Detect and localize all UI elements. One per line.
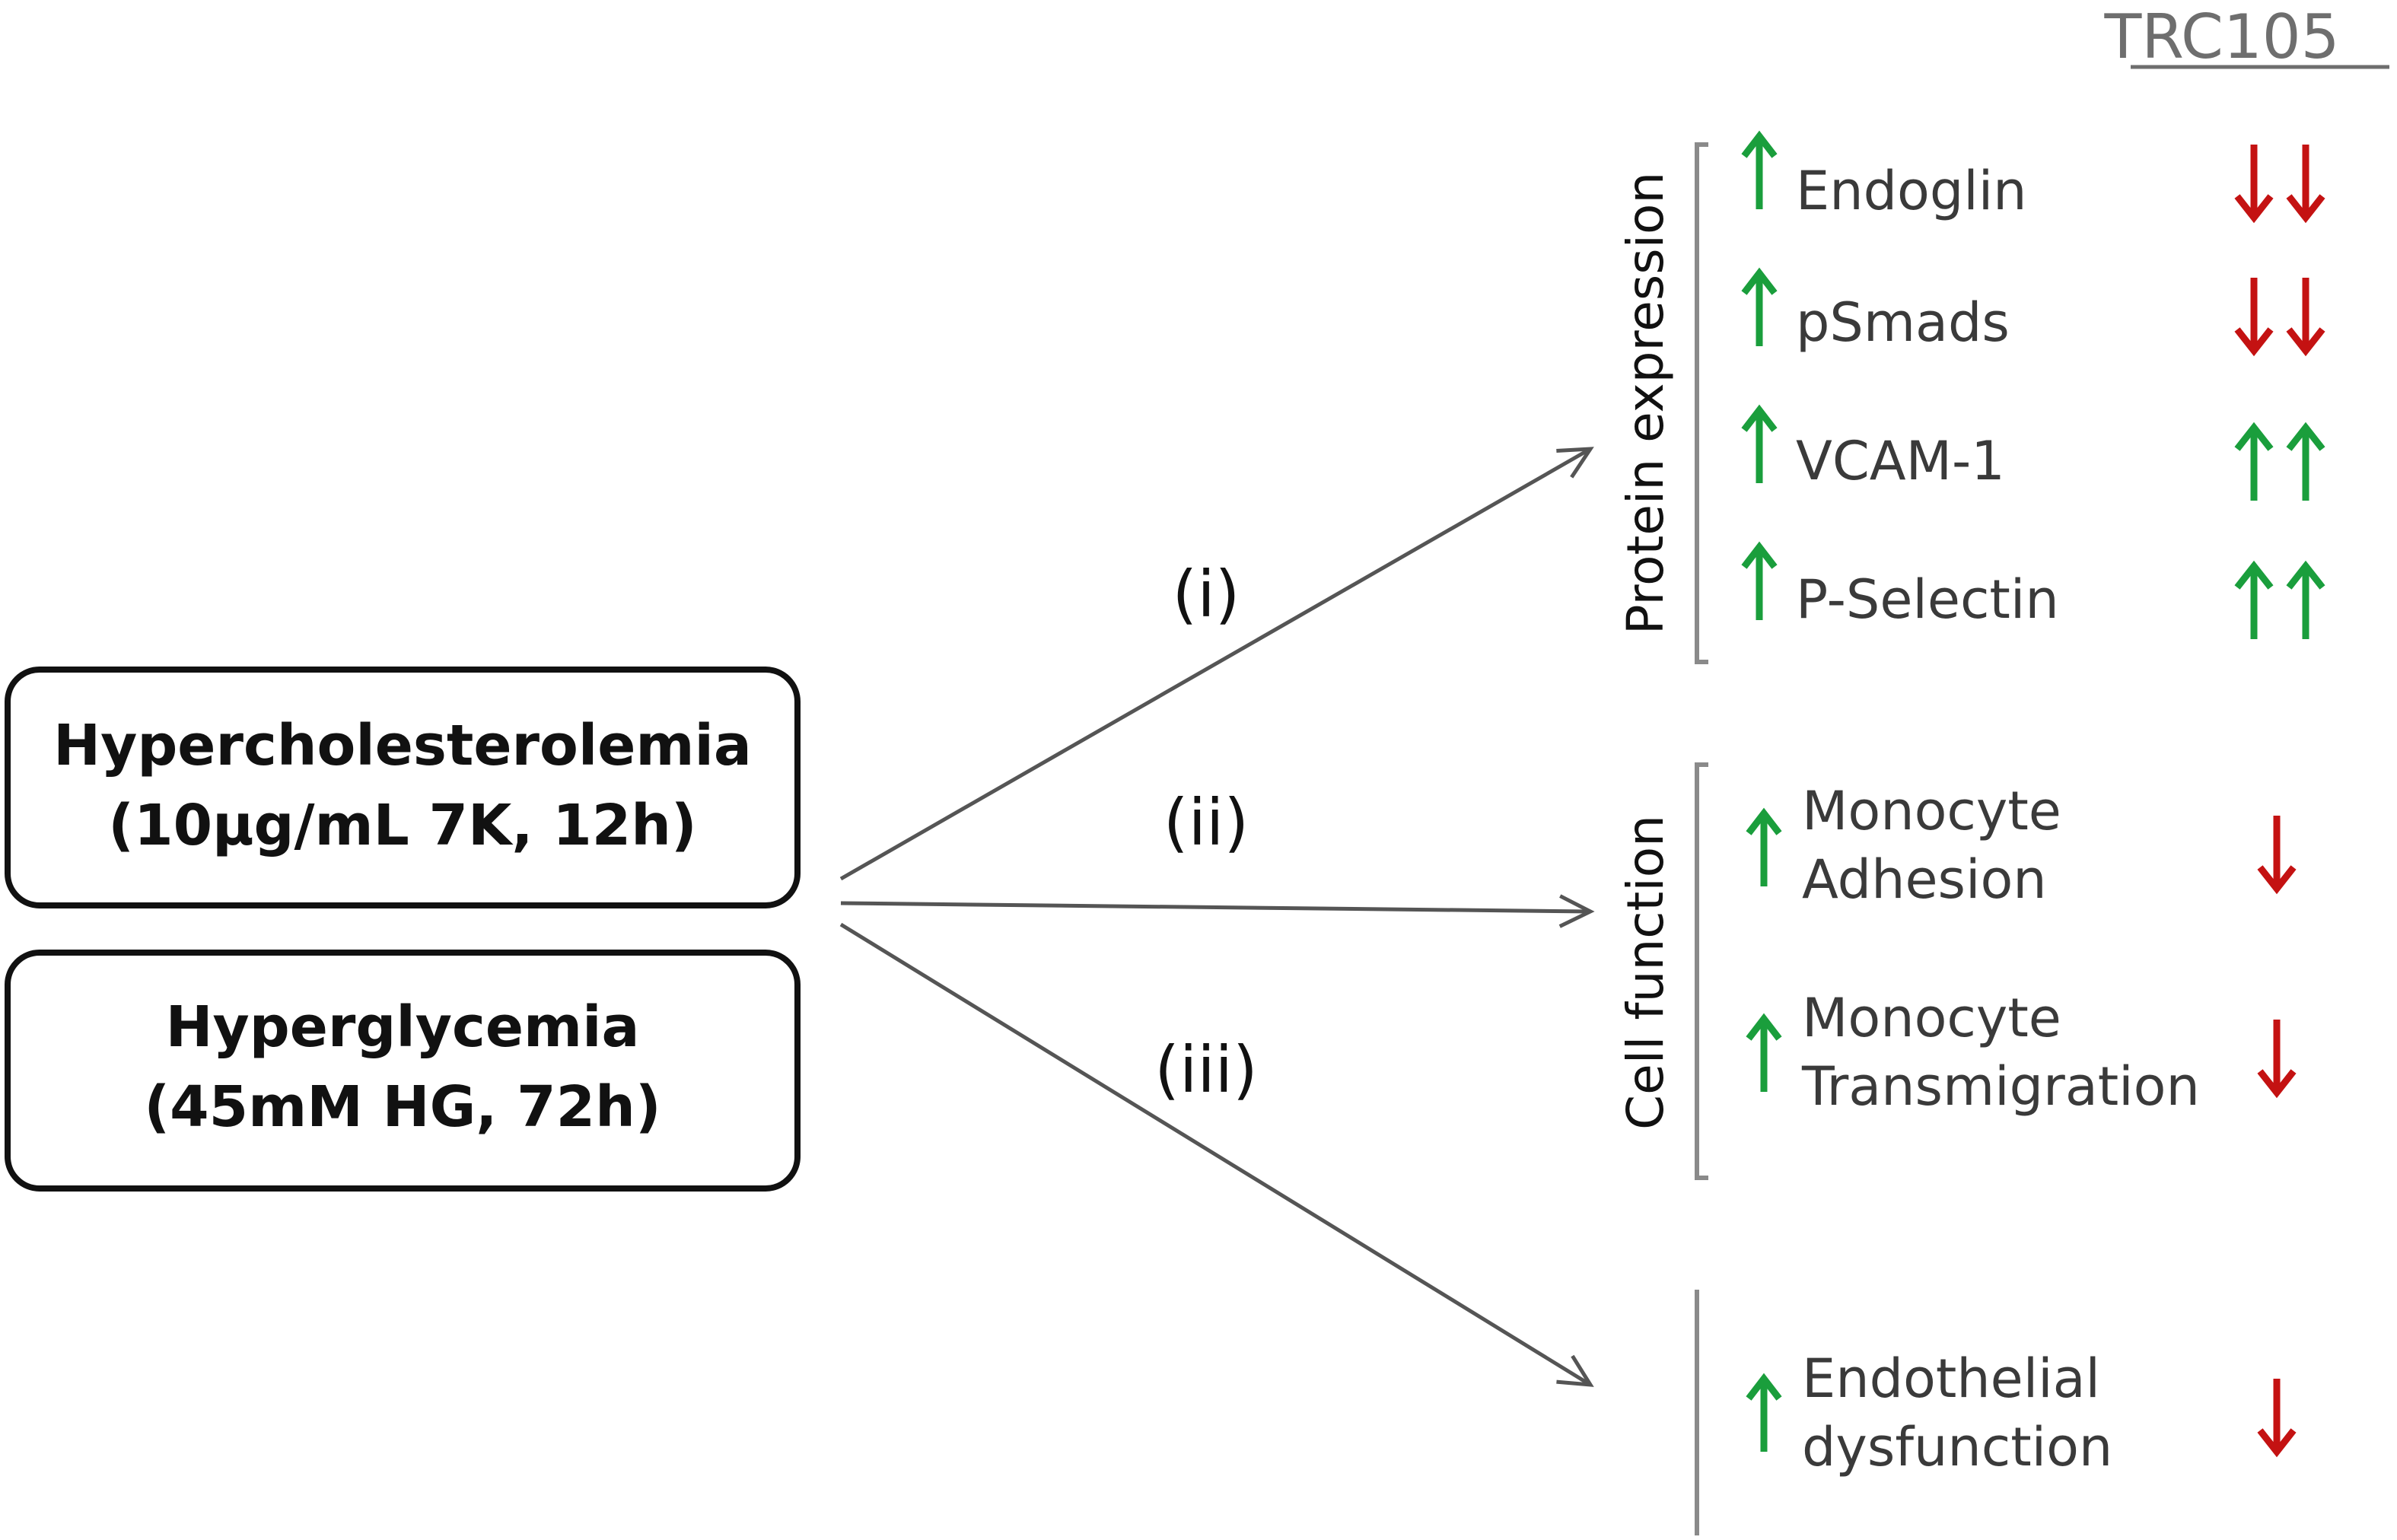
bracket-cell-function — [1695, 762, 1708, 1180]
item-label: P-Selectin — [1796, 568, 2059, 631]
item-label: Monocyte — [1802, 780, 2061, 842]
item-label: Adhesion — [1802, 848, 2047, 911]
item-endoglin: Endoglin — [1741, 130, 2325, 224]
group-label-cell-function: Cell function — [1616, 815, 1675, 1130]
group-label-protein-expression: Protein expression — [1616, 172, 1675, 635]
item-label: Monocyte — [1802, 987, 2061, 1049]
item-vcam-1: VCAM-1 — [1741, 404, 2325, 501]
increase-arrow-icon — [2234, 422, 2274, 501]
increase-arrow-icon — [1741, 130, 1778, 209]
increase-arrow-icon — [2286, 560, 2325, 639]
increase-arrow-icon — [1746, 807, 1782, 886]
increase-arrow-icon — [1746, 1013, 1782, 1092]
item-label: Transmigration — [1801, 1055, 2200, 1118]
item-label: dysfunction — [1802, 1416, 2112, 1478]
item-label: Endothelial — [1802, 1348, 2100, 1410]
decrease-arrow-icon — [2286, 278, 2325, 357]
decrease-arrow-icon — [2257, 1020, 2297, 1099]
decrease-arrow-icon — [2234, 145, 2274, 224]
item-monocyte-adhesion: Monocyte Adhesion — [1746, 780, 2297, 911]
trc105-header: TRC105 — [2103, 2, 2339, 72]
item-psmads: pSmads — [1741, 267, 2325, 357]
pathway-label-iii: (iii) — [1154, 1032, 1258, 1107]
bracket-protein-expression — [1695, 142, 1708, 664]
item-label: VCAM-1 — [1796, 430, 2005, 492]
pathway-label-ii: (ii) — [1163, 785, 1249, 860]
decrease-arrow-icon — [2234, 278, 2274, 357]
decrease-arrow-icon — [2257, 1379, 2297, 1458]
decrease-arrow-icon — [2257, 816, 2297, 895]
pathway-arrow-iii — [839, 922, 1594, 1387]
item-p-selectin: P-Selectin — [1741, 541, 2325, 639]
condition-title: Hypercholesterolemia — [53, 713, 752, 778]
decrease-arrow-icon — [2286, 145, 2325, 224]
item-label: Endoglin — [1796, 160, 2027, 222]
condition-box-hyperglycemia: Hyperglycemia (45mM HG, 72h) — [5, 950, 801, 1192]
pathway-arrow-ii — [840, 894, 1595, 928]
increase-arrow-icon — [1746, 1373, 1782, 1452]
condition-detail: (45mM HG, 72h) — [144, 1074, 661, 1140]
item-label: pSmads — [1796, 291, 2010, 354]
increase-arrow-icon — [1741, 404, 1778, 483]
item-endothelial-dysfunction: Endothelial dysfunction — [1746, 1348, 2297, 1478]
condition-detail: (10µg/mL 7K, 12h) — [108, 793, 696, 858]
condition-box-hypercholesterolemia: Hypercholesterolemia (10µg/mL 7K, 12h) — [5, 667, 801, 908]
increase-arrow-icon — [2286, 422, 2325, 501]
increase-arrow-icon — [1741, 267, 1778, 346]
pathway-arrow-i — [839, 447, 1594, 881]
item-monocyte-transmigration: Monocyte Transmigration — [1746, 987, 2297, 1118]
condition-title: Hyperglycemia — [166, 994, 640, 1060]
increase-arrow-icon — [2234, 560, 2274, 639]
pathway-label-i: (i) — [1173, 557, 1240, 632]
increase-arrow-icon — [1741, 541, 1778, 620]
